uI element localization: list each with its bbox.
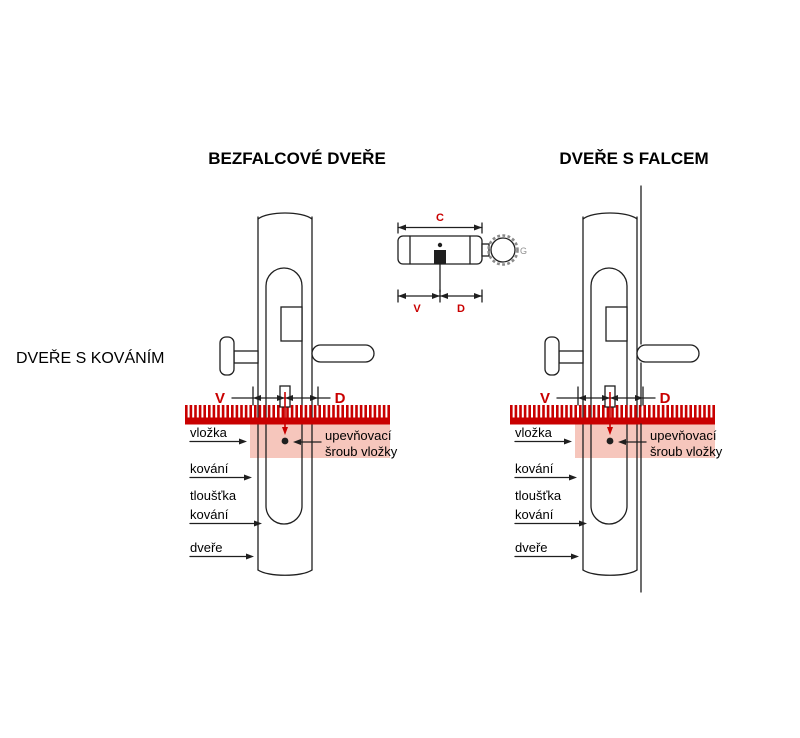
c-dimension: C <box>397 212 483 234</box>
door-diagram-bezfalcove <box>185 213 398 575</box>
door-diagram-s-falcem <box>510 213 723 575</box>
keyway <box>434 250 446 264</box>
c-dimension-label: C <box>436 212 444 224</box>
title-dvere-s-kovanim: DVEŘE S KOVÁNÍM <box>16 348 164 367</box>
v-inset-label: V <box>413 303 421 315</box>
thumbturn-shaft <box>481 243 490 257</box>
cylinder-cam-hole <box>437 242 443 248</box>
g-label: G <box>520 246 527 256</box>
title-dvere-s-falcem: DVEŘE S FALCEM <box>559 149 708 168</box>
d-inset-label: D <box>457 303 465 315</box>
cylinder-inset: G C V D <box>397 212 527 315</box>
thumbturn-knurling <box>487 234 519 266</box>
vd-inset-dimension: V D <box>397 263 483 315</box>
title-bezfalcove-dvere: BEZFALCOVÉ DVEŘE <box>208 149 386 168</box>
thumbturn-knob <box>490 237 516 263</box>
